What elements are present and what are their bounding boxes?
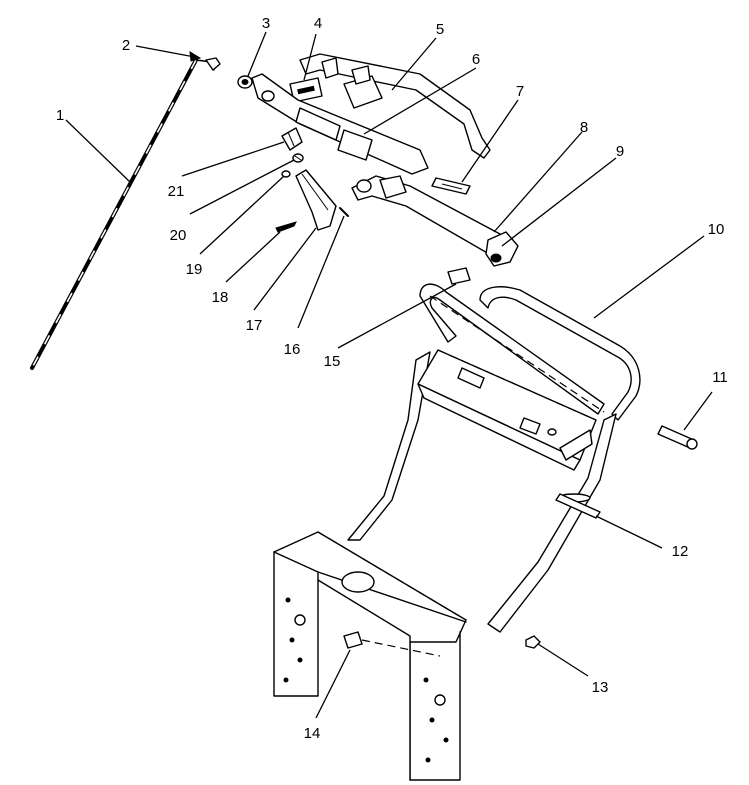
callout-1: 1 xyxy=(56,107,64,124)
part-21-latch xyxy=(281,127,303,151)
callout-5: 5 xyxy=(436,21,444,38)
leader-19 xyxy=(199,175,285,255)
callout-8: 8 xyxy=(580,119,588,136)
callout-17: 17 xyxy=(246,317,263,334)
part-14-carriage-bolt xyxy=(343,631,441,657)
part-4-decal xyxy=(289,77,323,103)
leader-15 xyxy=(337,283,457,349)
callout-10: 10 xyxy=(708,221,725,238)
leader-9 xyxy=(501,157,617,247)
leader-18 xyxy=(225,231,281,283)
part-10-handle xyxy=(347,283,641,633)
leader-1 xyxy=(65,119,131,183)
part-12-bolt xyxy=(555,493,601,519)
callout-6: 6 xyxy=(472,51,480,68)
leader-16 xyxy=(297,215,345,329)
part-7-decal xyxy=(431,177,471,195)
leader-lines xyxy=(65,31,713,719)
part-8-lower-bar xyxy=(351,175,511,259)
frame-bracket xyxy=(273,531,467,781)
leader-3 xyxy=(247,31,267,77)
callout-11: 11 xyxy=(712,369,728,386)
leader-6 xyxy=(363,67,477,135)
part-15-knob xyxy=(447,267,471,285)
leader-4 xyxy=(303,33,317,81)
callout-labels: 1 2 3 4 5 6 7 8 9 10 11 12 13 14 15 16 1… xyxy=(56,15,728,742)
callout-16: 16 xyxy=(284,341,301,358)
leader-17 xyxy=(253,227,317,311)
part-18-disc xyxy=(275,221,297,233)
leader-5 xyxy=(391,37,437,91)
leader-8 xyxy=(493,131,583,233)
control-box xyxy=(417,349,597,471)
callout-15: 15 xyxy=(324,353,341,370)
callout-3: 3 xyxy=(262,15,270,32)
part-19-washer xyxy=(281,170,291,178)
callout-2: 2 xyxy=(122,37,130,54)
callout-20: 20 xyxy=(170,227,187,244)
part-3-nut xyxy=(237,75,253,89)
leader-11 xyxy=(683,391,713,431)
part-20-screw xyxy=(292,153,304,163)
callout-9: 9 xyxy=(616,143,624,160)
part-17-lever xyxy=(295,169,337,231)
leader-13 xyxy=(537,643,589,677)
callout-19: 19 xyxy=(186,261,203,278)
leader-14 xyxy=(315,649,351,719)
callout-18: 18 xyxy=(212,289,229,306)
part-16-pin xyxy=(339,207,349,217)
callout-21: 21 xyxy=(168,183,185,200)
leader-7 xyxy=(461,99,519,183)
leader-2 xyxy=(135,45,201,59)
part-5-upper-bracket xyxy=(299,53,491,159)
part-2-rod-end xyxy=(205,57,221,71)
leader-12 xyxy=(595,515,663,549)
callout-14: 14 xyxy=(304,725,321,742)
callout-13: 13 xyxy=(592,679,609,696)
part-6-dash-panel xyxy=(251,73,429,175)
part-13-nut xyxy=(525,635,541,649)
arrowhead-2 xyxy=(189,51,202,62)
callout-4: 4 xyxy=(314,15,322,32)
callout-12: 12 xyxy=(672,543,689,560)
part-11-pivot-pin xyxy=(657,425,698,450)
leader-21 xyxy=(181,141,285,177)
leader-10 xyxy=(593,235,705,319)
callout-7: 7 xyxy=(516,83,524,100)
leader-20 xyxy=(189,159,295,215)
